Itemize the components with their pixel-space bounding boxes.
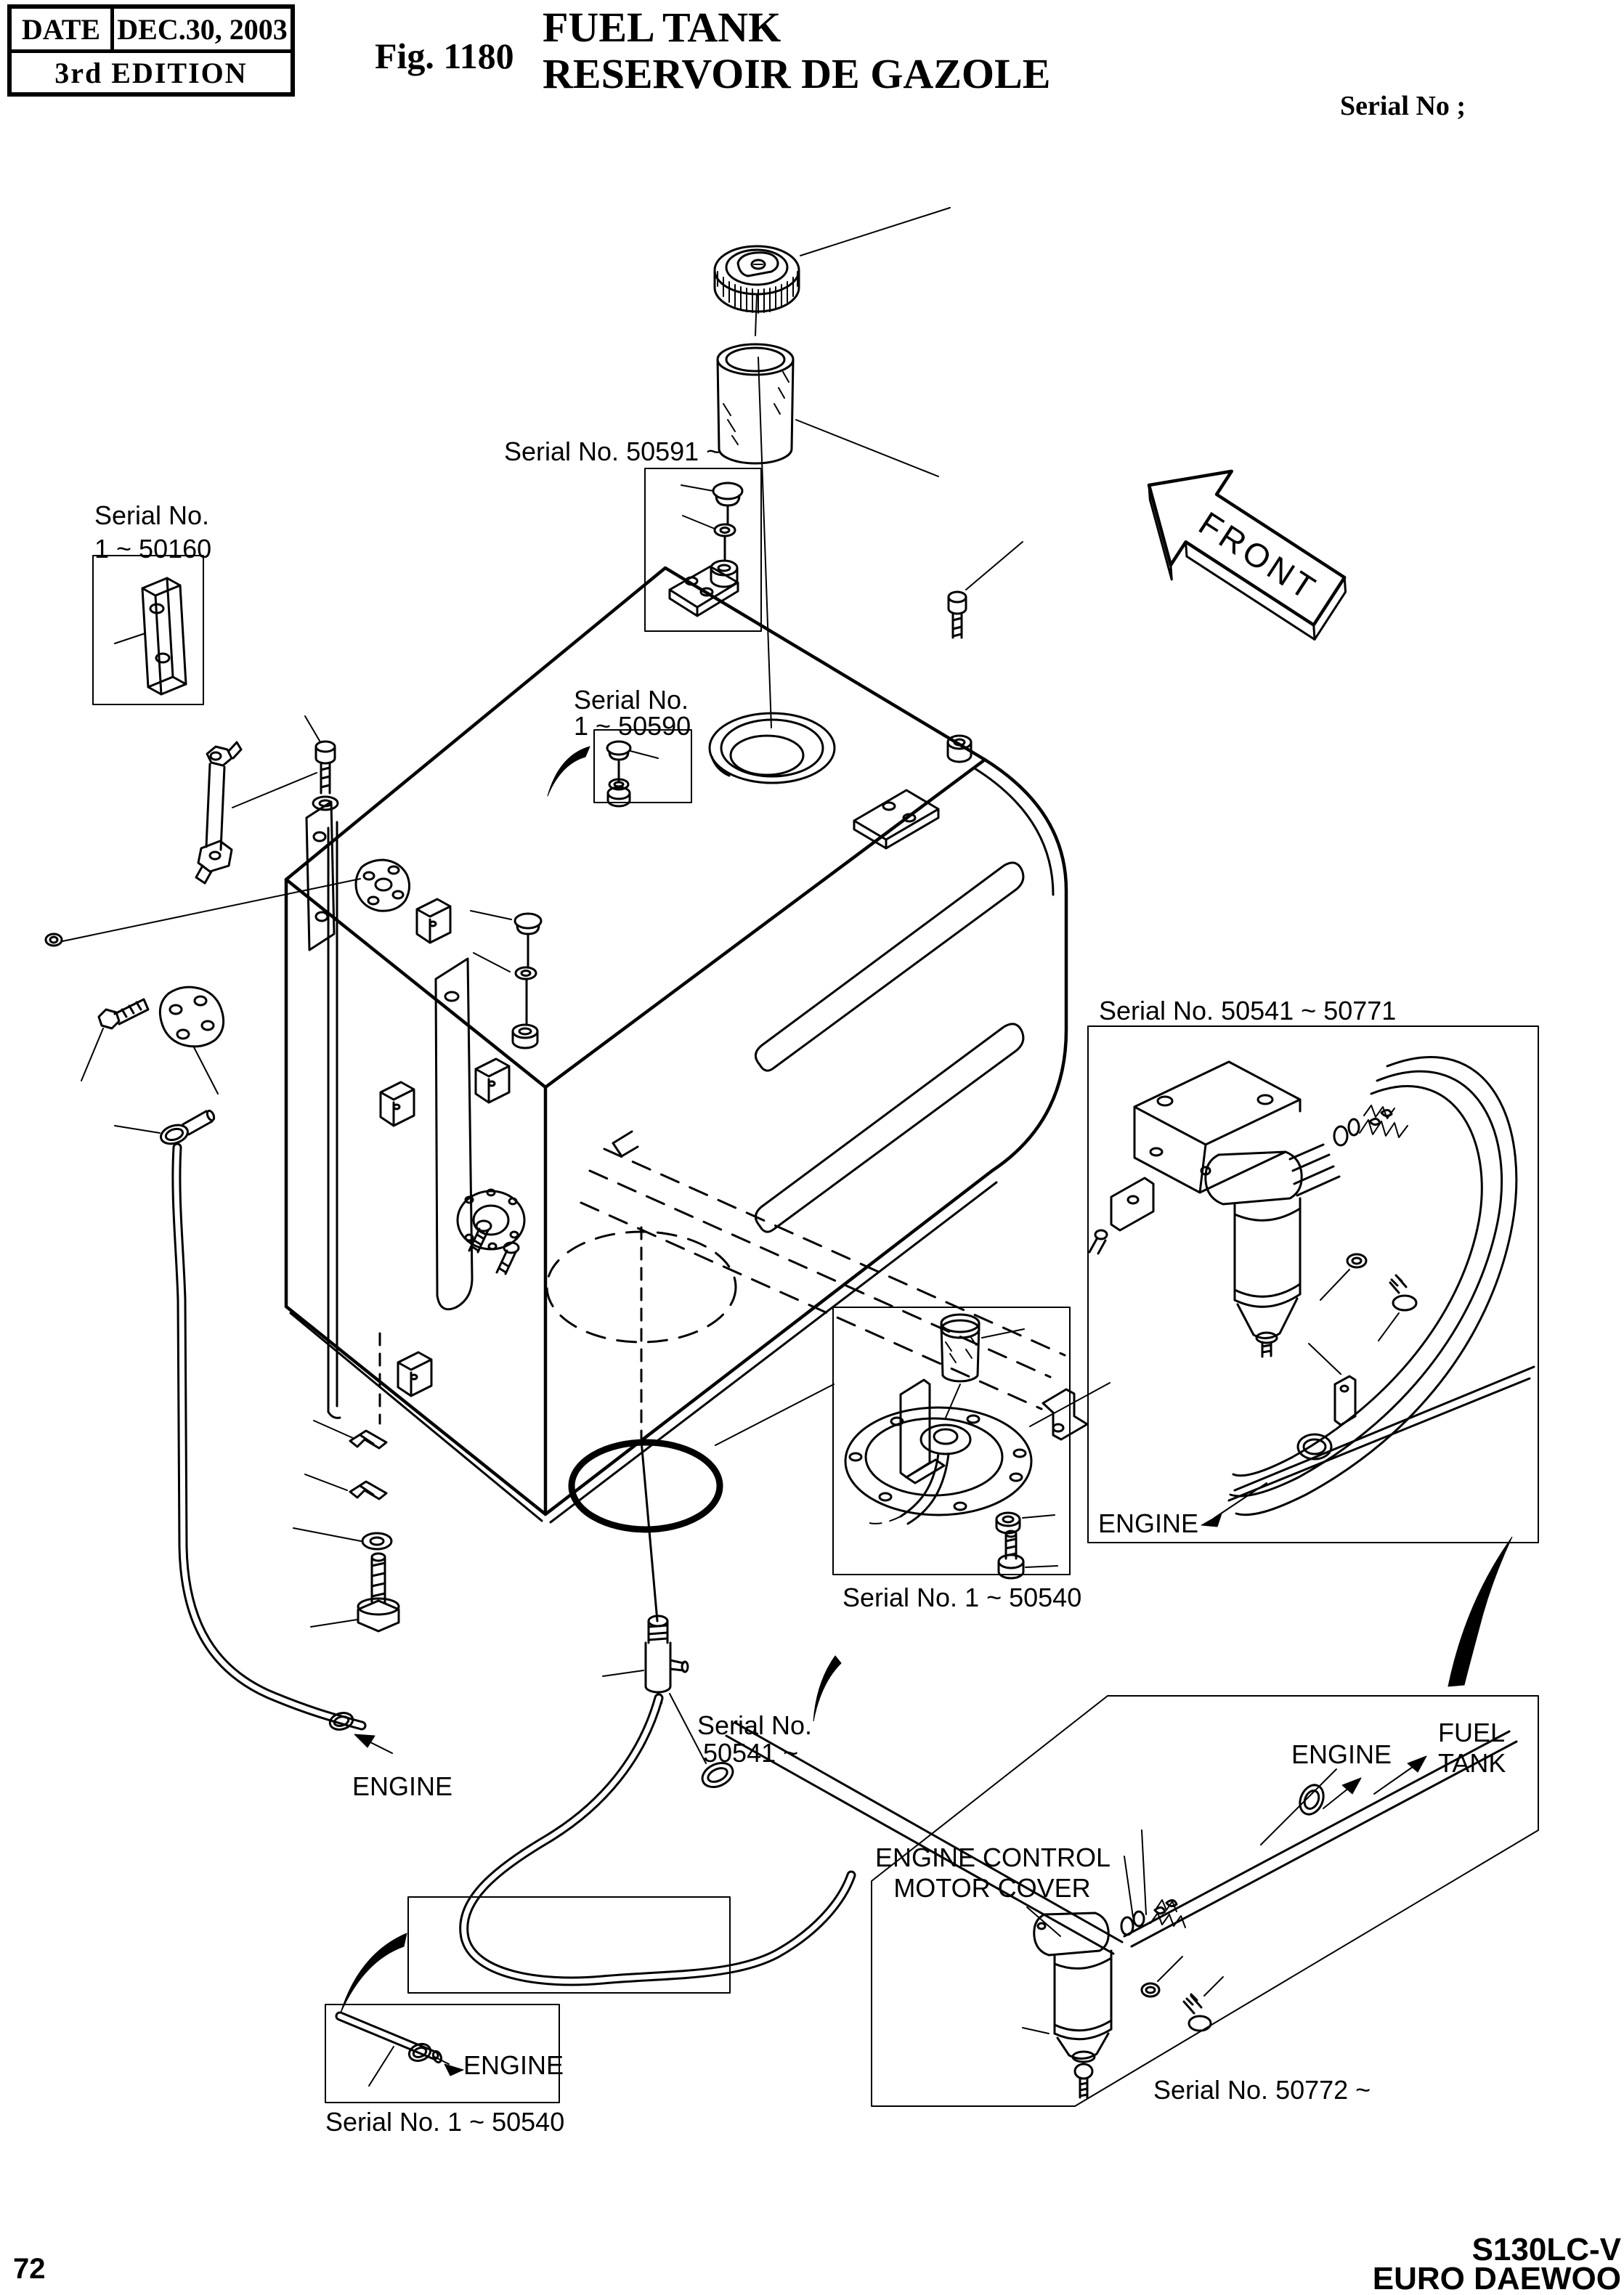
label-fuel: FUEL — [1438, 1718, 1505, 1747]
label-engine-left: ENGINE — [352, 1771, 452, 1801]
label-serial-50160-line1: Serial No. — [94, 500, 209, 530]
callout-box-sender: Serial No. 1 ~ 50540 — [832, 1307, 1111, 1612]
level-gauge-link — [195, 741, 317, 885]
label-serial-50591: Serial No. 50591 ~ — [504, 436, 721, 466]
cover-plate — [158, 986, 225, 1094]
page-number: 72 — [13, 2253, 46, 2285]
title-french: RESERVOIR DE GAZOLE — [543, 50, 1051, 97]
label-serial-1-50540-bottom: Serial No. 1 ~ 50540 — [325, 2107, 564, 2137]
model-brand-block: S130LC-V EURO DAEWOO — [1372, 2232, 1621, 2295]
callout-box-50160: Serial No. 1 ~ 50160 — [92, 500, 211, 705]
fuel-tank-body — [284, 566, 1089, 1622]
curved-arrow-mid — [813, 1655, 842, 1722]
label-serial-1-50540-mid: Serial No. 1 ~ 50540 — [843, 1583, 1081, 1612]
date-edition-table: DATE DEC.30, 2003 3rd EDITION — [7, 4, 295, 97]
callout-box-hose-detail: ENGINE — [325, 2004, 564, 2103]
date-value: DEC.30, 2003 — [117, 12, 288, 46]
label-engine-panel: ENGINE — [1291, 1739, 1392, 1769]
page-title: FUEL TANK RESERVOIR DE GAZOLE — [543, 4, 1050, 97]
callout-box-50590: Serial No. 1 ~ 50590 — [547, 685, 692, 808]
sump-oring — [568, 1384, 835, 1533]
tank-mount-bolts — [304, 541, 1023, 811]
drain-hose-left: ENGINE — [114, 1109, 452, 1801]
suction-flange — [456, 1188, 526, 1251]
label-serial-50541-line1: Serial No. — [697, 1710, 812, 1740]
label-engine-control-line2: MOTOR COVER — [893, 1873, 1090, 1903]
drain-hose-bottom — [459, 1693, 856, 1986]
edition-label: 3rd EDITION — [54, 56, 248, 89]
model-code: S130LC-V — [1471, 2232, 1621, 2267]
panel-50772: ENGINE CONTROL MOTOR COVER — [871, 1695, 1539, 2107]
hose-region-callout — [339, 1896, 731, 2015]
label-serial-50541-50771: Serial No. 50541 ~ 50771 — [1099, 996, 1396, 1025]
label-serial-50590-line2: 1 ~ 50590 — [574, 711, 691, 741]
filler-strainer — [716, 343, 939, 477]
wedge-clip-set — [293, 1332, 400, 1633]
label-serial-50590-line1: Serial No. — [574, 685, 689, 715]
filler-cap-assembly — [713, 207, 951, 728]
callout-box-50591: Serial No. 50591 ~ — [504, 436, 762, 632]
figure-number: Fig. 1180 — [375, 36, 514, 76]
front-direction-arrow: FRONT — [1147, 469, 1347, 641]
title-english: FUEL TANK — [543, 4, 781, 51]
return-flange — [354, 858, 410, 912]
label-serial-50541-line2: 50541 ~ — [703, 1738, 798, 1768]
date-label: DATE — [12, 9, 114, 49]
label-tank: TANK — [1438, 1748, 1506, 1778]
serial-heading: Serial No ; — [1340, 91, 1466, 121]
label-engine-hose-box: ENGINE — [463, 2050, 564, 2080]
curved-arrow-right — [1448, 1536, 1513, 1687]
label-serial-50772: Serial No. 50772 ~ — [1153, 2075, 1371, 2105]
brand-name: EURO DAEWOO — [1372, 2261, 1621, 2295]
plate-bolt — [44, 878, 361, 1081]
drain-plug-set — [470, 910, 543, 1049]
filler-neck — [708, 712, 836, 784]
label-serial-50160-line2: 1 ~ 50160 — [94, 534, 211, 564]
callout-box-filter: Serial No. 50541 ~ 50771 — [1087, 996, 1539, 1543]
date-row: DATE DEC.30, 2003 — [12, 9, 291, 53]
label-engine-filter-box: ENGINE — [1098, 1508, 1198, 1538]
label-engine-control-line1: ENGINE CONTROL — [875, 1843, 1111, 1872]
